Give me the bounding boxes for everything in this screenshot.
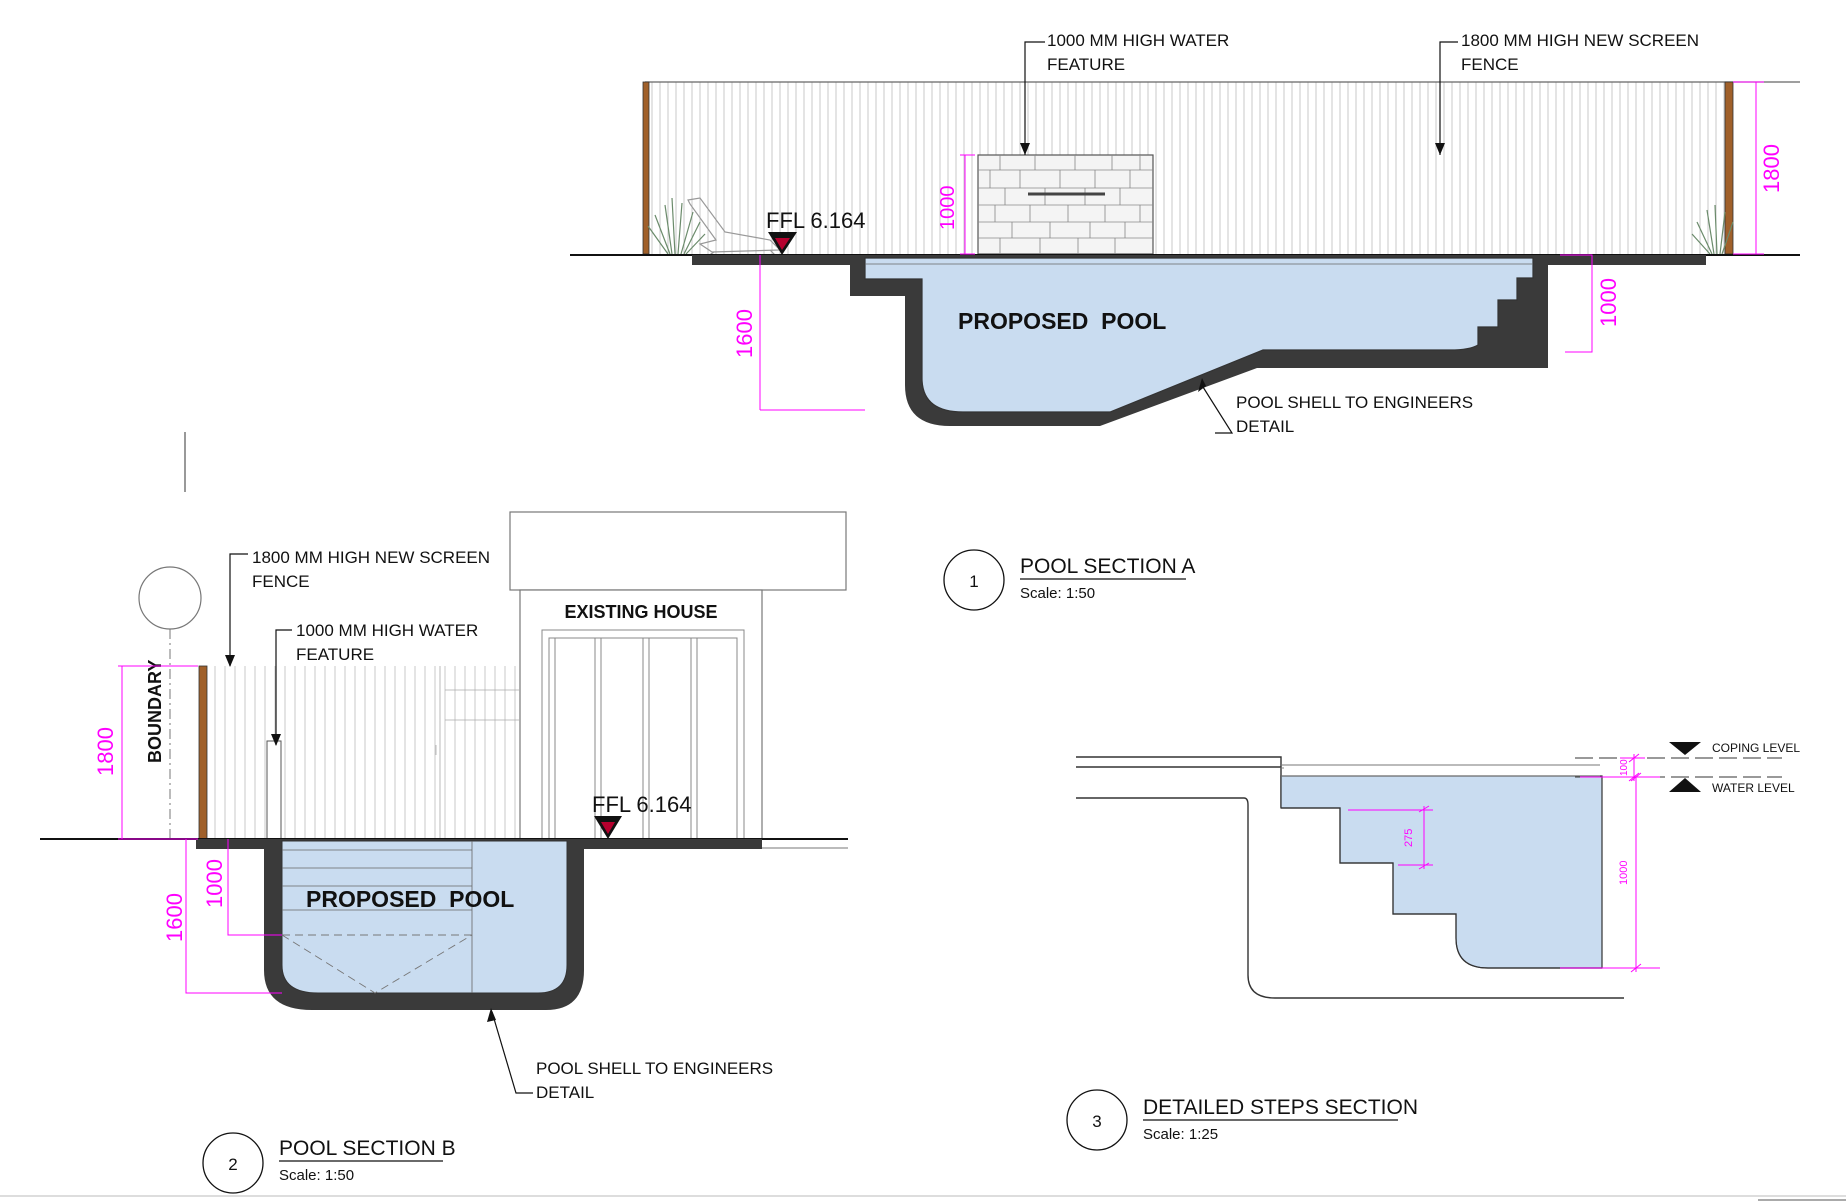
section-c-pool-water — [1280, 775, 1603, 969]
existing-house-wall — [519, 589, 763, 840]
section-b-callout-number: 2 — [228, 1155, 237, 1174]
arrow-down-icon — [271, 734, 281, 746]
section-a-ffl-label: FFL 6.164 — [766, 208, 865, 233]
section-a-title: POOL SECTION A — [1020, 555, 1195, 578]
arrow-up-icon — [1198, 378, 1206, 392]
grass-plant-icon — [647, 197, 706, 255]
section-a-dim-depth-left: 1600 — [732, 309, 757, 358]
section-b: EXISTING HOUSE BOUNDARY — [40, 511, 848, 1194]
section-b-ffl-label: FFL 6.164 — [592, 792, 691, 817]
section-c-title: DETAILED STEPS SECTION — [1143, 1096, 1418, 1119]
section-a-fence-label: 1800 MM HIGH NEW SCREEN FENCE — [1461, 31, 1704, 74]
arrow-up-icon — [487, 1008, 496, 1022]
section-a-water-feature — [977, 154, 1154, 255]
boundary-label: BOUNDARY — [145, 660, 165, 763]
section-b-dim-fence: 1800 — [93, 727, 118, 776]
section-b-title: POOL SECTION B — [279, 1137, 456, 1160]
grass-plant-icon — [1691, 204, 1734, 255]
section-a: FFL 6.164 PROPOSED POOL 1000 MM HIGH WAT… — [570, 31, 1800, 611]
section-c-dim-1000: 1000 — [1618, 861, 1630, 885]
section-a-dim-water-feature: 1000 — [937, 186, 959, 231]
arrow-down-icon — [1435, 143, 1445, 155]
section-c-dim-100: 100 — [1619, 759, 1630, 776]
section-a-dim-fence: 1800 — [1759, 144, 1784, 193]
section-b-scale: Scale: 1:50 — [279, 1167, 354, 1184]
section-a-scale: Scale: 1:50 — [1020, 585, 1095, 602]
section-b-water-feature-label: 1000 MM HIGH WATER FEATURE — [296, 621, 483, 664]
boundary-marker-icon — [138, 566, 202, 630]
section-b-dim-depth-outer: 1600 — [162, 893, 187, 942]
arrow-down-icon — [225, 655, 235, 667]
section-b-dimensions — [118, 665, 282, 994]
water-level-label: WATER LEVEL — [1712, 781, 1795, 795]
section-a-pool-label: PROPOSED POOL — [958, 308, 1166, 334]
section-a-fence — [645, 82, 1727, 254]
section-a-dim-depth-right: 1000 — [1596, 278, 1621, 327]
section-b-pool-water — [281, 840, 568, 994]
arrow-down-icon — [1020, 143, 1030, 155]
section-b-callout-circle — [202, 1132, 264, 1194]
existing-house-roof — [509, 511, 847, 591]
section-b-water-feature — [266, 740, 282, 840]
section-c-callout-circle — [1066, 1089, 1128, 1151]
coping-level-label: COPING LEVEL — [1712, 741, 1800, 755]
section-b-pool-label: PROPOSED POOL — [306, 886, 514, 912]
section-a-shell-note: POOL SHELL TO ENGINEERS DETAIL — [1236, 393, 1478, 436]
section-a-callout-number: 1 — [969, 572, 978, 591]
section-a-water-feature-label: 1000 MM HIGH WATER FEATURE — [1047, 31, 1234, 74]
section-a-post-right — [1724, 81, 1734, 255]
section-a-pool-water — [864, 257, 1534, 413]
section-b-fence — [206, 666, 520, 839]
section-a-dimensions — [759, 81, 1764, 411]
bifold-door — [541, 629, 745, 840]
section-c-dimensions — [1348, 753, 1660, 973]
section-b-dim-depth-inner: 1000 — [202, 859, 227, 908]
water-level-marker-icon — [1669, 778, 1701, 792]
existing-house-label: EXISTING HOUSE — [564, 602, 717, 622]
section-a-post-left — [642, 81, 650, 255]
section-c: COPING LEVEL WATER LEVEL 275 100 1000 3 … — [1066, 741, 1800, 1151]
section-c-callout-number: 3 — [1092, 1112, 1101, 1131]
section-b-fence-label: 1800 MM HIGH NEW SCREEN FENCE — [252, 548, 495, 591]
section-c-scale: Scale: 1:25 — [1143, 1126, 1218, 1143]
coping-level-marker-icon — [1669, 742, 1701, 755]
section-a-callout-circle — [943, 549, 1005, 611]
section-c-dim-275: 275 — [1403, 829, 1415, 847]
section-b-post — [198, 665, 208, 840]
section-b-shell-note: POOL SHELL TO ENGINEERS DETAIL — [536, 1059, 778, 1102]
